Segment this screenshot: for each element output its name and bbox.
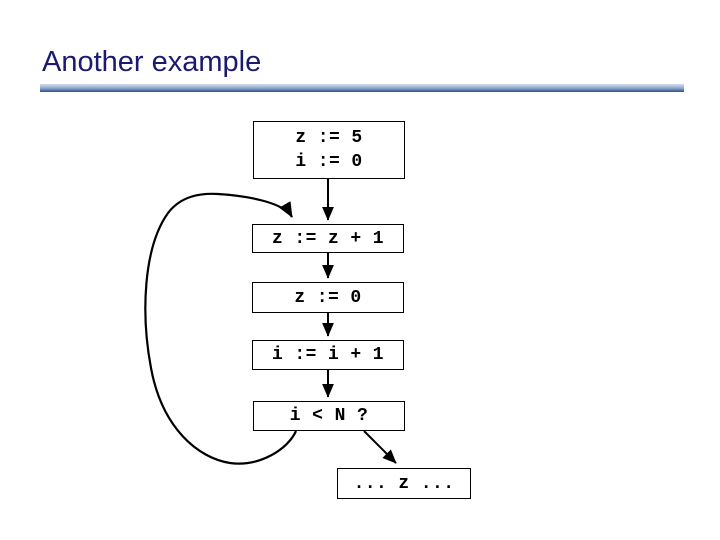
flow-node-loop-condition: i < N ? bbox=[253, 401, 405, 431]
code-line: i := 0 bbox=[295, 152, 363, 172]
flow-node-increment-i: i := i + 1 bbox=[252, 340, 404, 370]
flow-node-reset-z: z := 0 bbox=[252, 282, 404, 313]
flow-node-after-loop: ... z ... bbox=[337, 468, 471, 499]
code-line: ... z ... bbox=[353, 473, 455, 494]
code-line: z := 5 bbox=[295, 128, 363, 148]
flow-node-increment-z: z := z + 1 bbox=[252, 224, 404, 253]
code-line: z := z + 1 bbox=[271, 228, 385, 249]
title-underline-rule bbox=[40, 84, 684, 92]
flow-node-init: z := 5 i := 0 bbox=[253, 121, 405, 179]
arrow-condition-to-after-loop bbox=[363, 430, 397, 464]
code-line: i := i + 1 bbox=[271, 345, 385, 365]
code-line: i < N ? bbox=[289, 406, 369, 426]
code-line: z := 0 bbox=[294, 287, 362, 308]
page-title: Another example bbox=[42, 46, 262, 78]
